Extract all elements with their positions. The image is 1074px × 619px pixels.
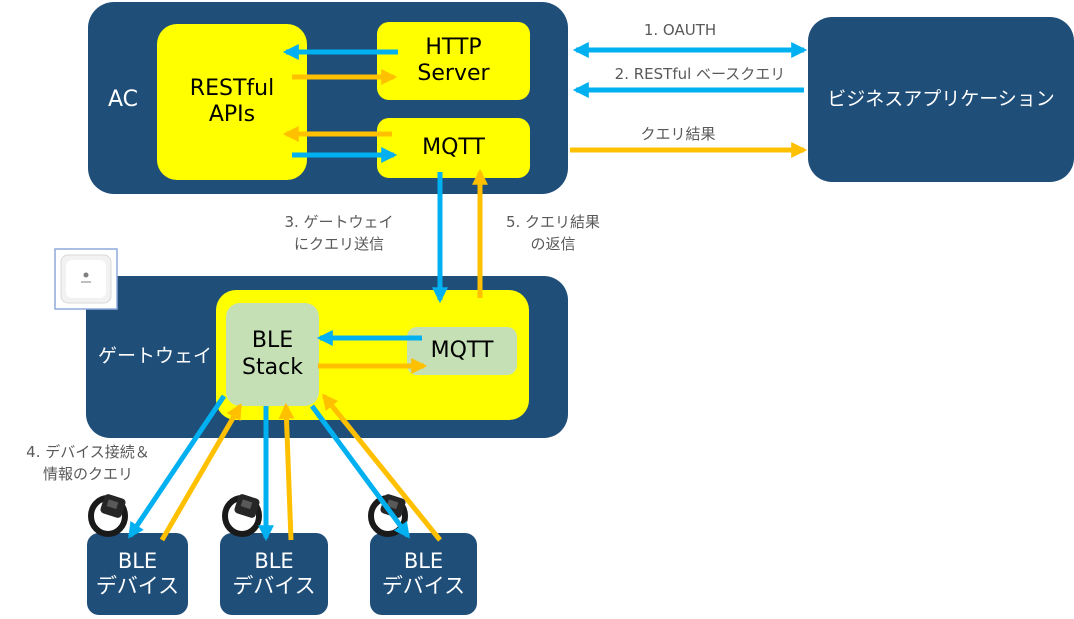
mqtt-gateway-label: MQTT [430,337,494,363]
ac-label: AC [107,86,139,112]
restful-apis-label: RESTful APIs [189,75,275,127]
fitness-band-icon [88,494,128,538]
ble-device-box [87,533,188,615]
step-send-to-gateway-label: 3. ゲートウェイ にクエリ送信 [284,213,394,253]
business-application-label: ビジネスアプリケーション [827,88,1055,111]
gateway-label: ゲートウェイ [97,344,212,367]
arrow-device-3-to-stack [321,393,442,542]
ble-device-label: BLE デバイス [95,548,180,598]
step-device-query-label: 4. デバイス接続＆ 情報のクエリ [26,443,150,483]
ble-stack-label: BLE Stack [242,328,303,380]
arrow-device-1-to-stack [159,403,243,542]
step-return-result-label: 5. クエリ結果 の返信 [505,213,601,253]
http-server-box [377,22,530,100]
ble-device-label: BLE デバイス [381,548,466,598]
fitness-band-icon [368,494,408,538]
step-query-result-label: クエリ結果 [640,125,716,143]
ble-stack-box [226,303,319,406]
arrow-device-2-to-stack [278,402,295,541]
fitness-band-icon [222,494,262,538]
mqtt-ac-box [377,118,530,178]
ble-device-box [220,533,328,615]
access-point-icon [54,248,118,310]
arrow-stack-to-device-3 [309,404,411,539]
business-application-box [808,17,1074,182]
step-rest-query-label: 2. RESTful ベースクエリ [614,65,786,83]
ble-device-label: BLE デバイス [232,548,316,598]
restful-apis-box [157,24,307,180]
arrow-stack-to-device-1 [127,394,227,539]
step-oauth-label: 1. OAUTH [643,21,717,39]
ble-device-box [370,533,477,615]
mqtt-ac-label: MQTT [422,134,485,160]
http-server-label: HTTP Server [417,34,490,86]
